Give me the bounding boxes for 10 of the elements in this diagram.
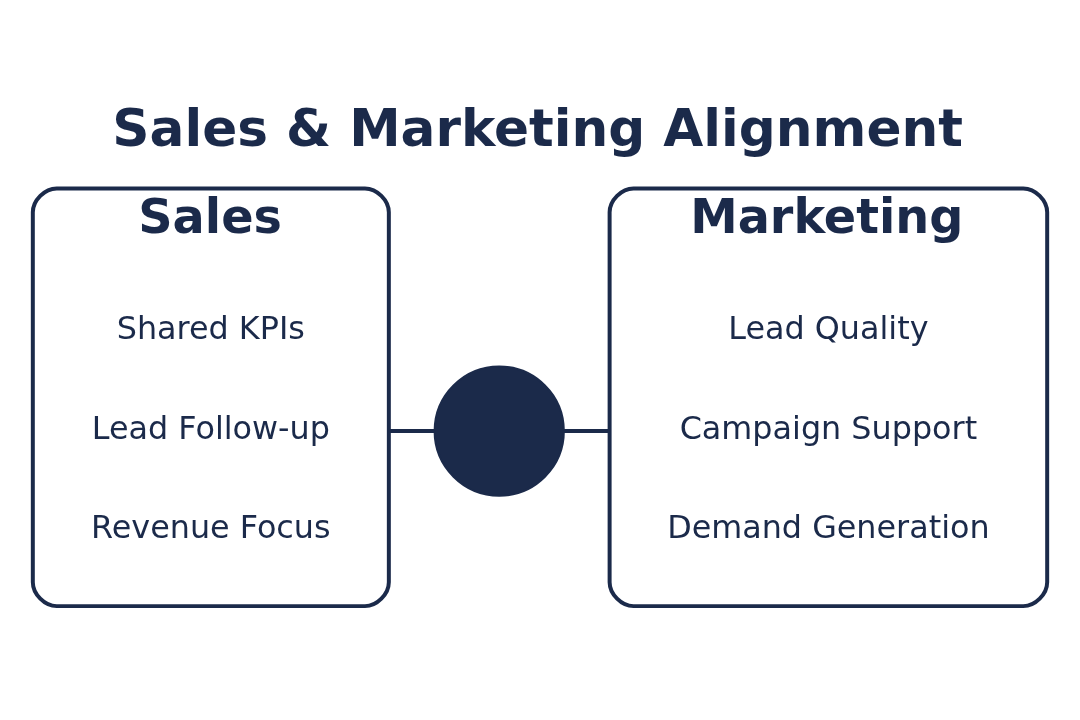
node-text: Lead Follow-up bbox=[91, 408, 330, 447]
node-text: Shared KPIs bbox=[116, 308, 305, 347]
node-text: Campaign Support bbox=[679, 408, 978, 447]
node-text: Lead Quality bbox=[728, 308, 929, 347]
node-text: Demand Generation bbox=[667, 507, 990, 546]
connector bbox=[563, 428, 610, 433]
node-text: Revenue Focus bbox=[91, 507, 331, 546]
connector bbox=[388, 428, 435, 433]
node-circle bbox=[433, 364, 565, 497]
diagram-title: Sales & Marketing Alignment bbox=[112, 97, 964, 158]
